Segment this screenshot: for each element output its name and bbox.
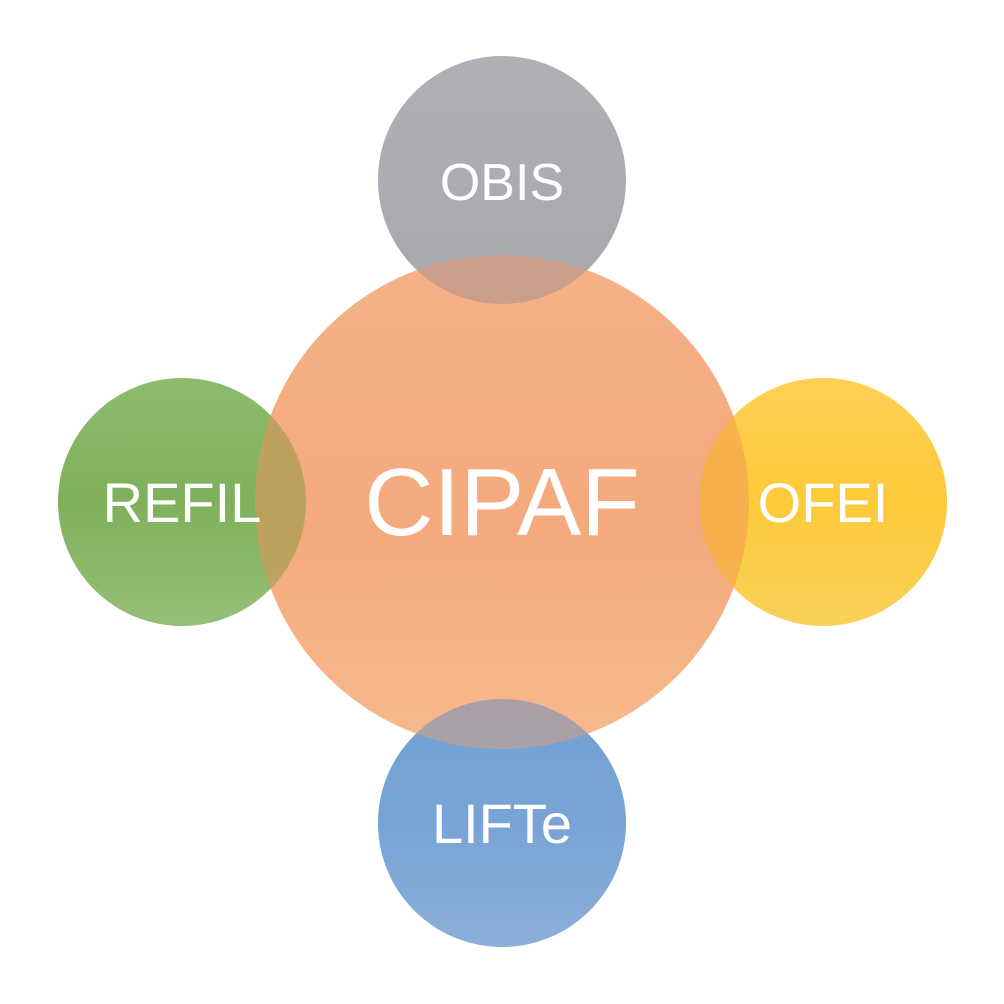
right-node-overlap (699, 378, 947, 626)
right-node-label: OFEI (758, 471, 889, 534)
top-node-overlap (378, 56, 626, 304)
bottom-node-overlap (378, 699, 626, 947)
left-node-label: REFIL (103, 471, 262, 534)
left-node-circle (58, 378, 306, 626)
center-node-label: CIPAF (364, 449, 640, 556)
left-node-overlap (58, 378, 306, 626)
bottom-node-label: LIFTe (432, 792, 572, 855)
top-node-label: OBIS (440, 154, 564, 212)
center-node-circle (255, 255, 749, 749)
right-node-circle (699, 378, 947, 626)
top-node-circle (378, 56, 626, 304)
